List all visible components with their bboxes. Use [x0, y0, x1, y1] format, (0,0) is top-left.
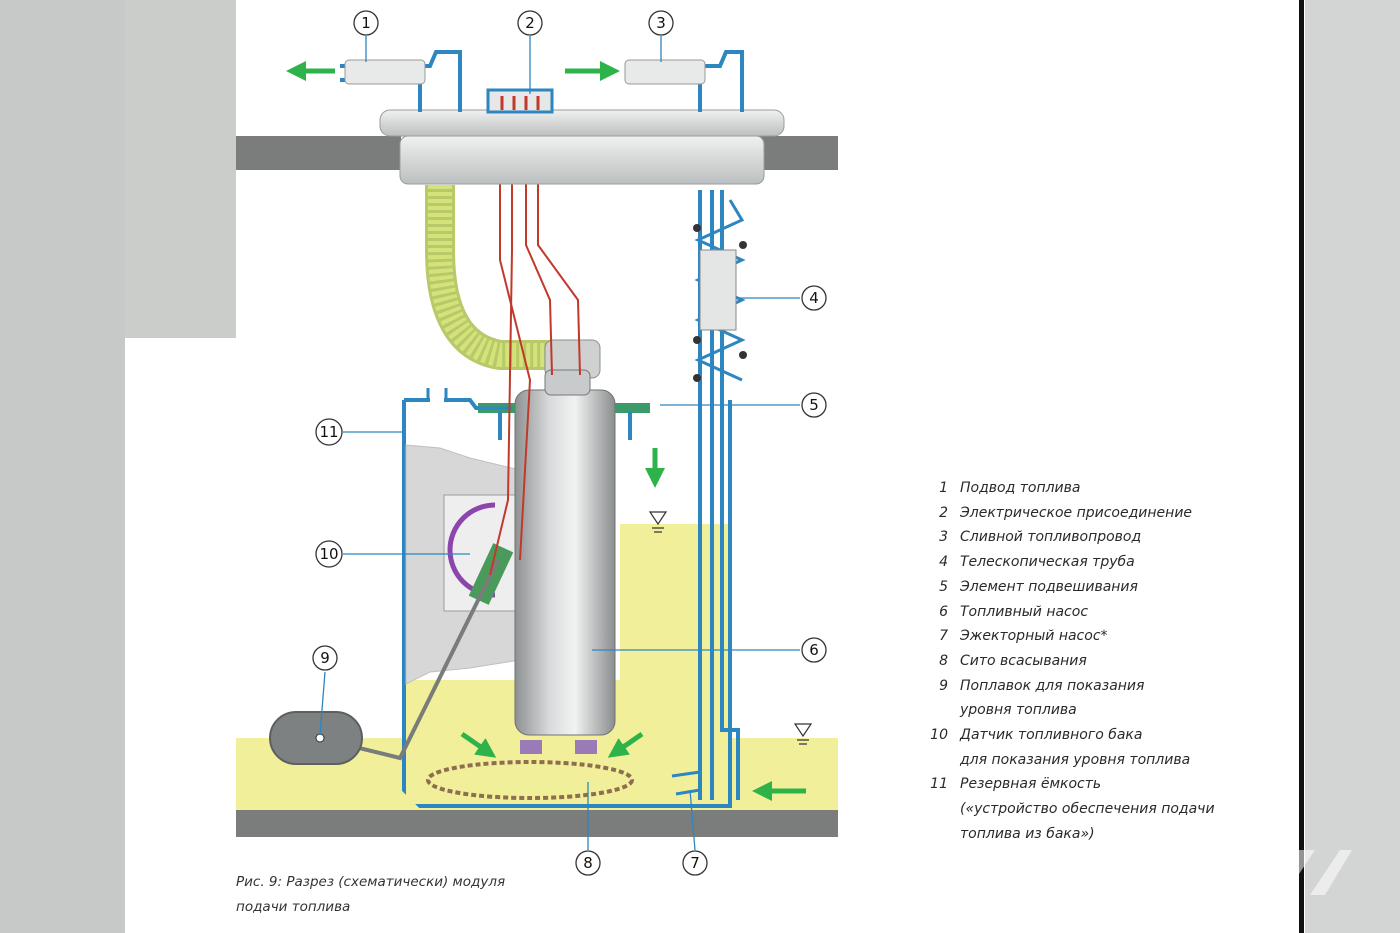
- callout-1-number: 1: [361, 14, 371, 32]
- legend-item-text: Датчик топливного бака: [960, 727, 1143, 744]
- callout-10-number: 10: [319, 545, 338, 563]
- legend-item-number: 5: [939, 578, 948, 595]
- callout-4: 4: [801, 285, 827, 311]
- callout-4-number: 4: [809, 289, 819, 307]
- legend: 1 Подвод топлива 2 Электрическое присоедин…: [926, 476, 1215, 847]
- legend-item-text: Элемент подвешивания: [960, 578, 1138, 595]
- legend-item: 1 Подвод топлива: [926, 476, 1215, 501]
- legend-item-text: Резервная ёмкость: [960, 776, 1102, 793]
- callout-9-number: 9: [320, 649, 330, 667]
- watermark-logo: [1130, 850, 1352, 895]
- legend-item: 11 Резервная ёмкость: [926, 772, 1215, 797]
- caption-line-2: подачи топлива: [236, 899, 351, 915]
- legend-item-number: 3: [939, 529, 948, 546]
- legend-item-continuation: топлива из бака»): [960, 825, 1095, 842]
- legend-item-number: 11: [930, 776, 948, 793]
- legend-item-text: Поплавок для показания: [960, 677, 1145, 694]
- legend-item: 7 Эжекторный насос*: [926, 624, 1215, 649]
- float: [269, 559, 500, 765]
- callout-leaders: [319, 36, 800, 851]
- callout-11: 11: [315, 418, 343, 446]
- fuel-pump: [514, 369, 616, 754]
- callout-6: 6: [801, 637, 827, 663]
- tank-bottom-wall: [236, 810, 838, 837]
- left-gray-panel: [125, 0, 236, 338]
- return-line: [624, 50, 744, 112]
- legend-item-number: 1: [939, 480, 948, 496]
- suction-strainer: [426, 760, 634, 800]
- callout-8: 8: [575, 850, 601, 876]
- legend-item-continuation: («устройство обеспечения подачи: [960, 801, 1215, 818]
- callout-7: 7: [682, 850, 708, 876]
- legend-item-text: Подвод топлива: [960, 480, 1081, 496]
- fuel-level-marks: [648, 511, 813, 745]
- legend-item-text: Электрическое присоединение: [960, 504, 1193, 521]
- electrical-wires: [489, 180, 581, 576]
- right-border-line: [1299, 0, 1304, 933]
- legend-item-number: 8: [939, 652, 948, 669]
- callout-5-number: 5: [809, 396, 819, 414]
- callout-9: 9: [312, 645, 338, 671]
- fuel-supply-line: [340, 50, 462, 112]
- legend-item: 10 Датчик топливного бака: [926, 723, 1215, 748]
- tank-top-wall: [236, 136, 838, 170]
- callout-6-number: 6: [809, 641, 819, 659]
- legend-item-text: Сито всасывания: [960, 652, 1087, 669]
- callout-10: 10: [315, 540, 343, 568]
- callout-3-number: 3: [656, 14, 666, 32]
- flow-arrows: [286, 61, 806, 801]
- callout-1: 1: [353, 10, 379, 36]
- legend-item-number: 4: [939, 554, 948, 571]
- legend-item: 6 Топливный насос: [926, 600, 1215, 625]
- ejector-pump: [671, 770, 702, 796]
- callout-7-number: 7: [690, 854, 700, 872]
- legend-item: 3 Сливной топливопровод: [926, 525, 1215, 550]
- legend-item-number: 2: [939, 504, 948, 521]
- figure-caption: Рис. 9: Разрез (схематически) модуля под…: [236, 870, 505, 920]
- flange: [379, 109, 785, 185]
- legend-item: 5 Элемент подвешивания: [926, 575, 1215, 600]
- legend-item-number: 7: [939, 628, 948, 645]
- legend-item-text: Сливной топливопровод: [960, 529, 1142, 546]
- legend-item: 2 Электрическое присоединение: [926, 501, 1215, 526]
- electrical-connector: [486, 88, 554, 114]
- callout-2: 2: [517, 10, 543, 36]
- legend-item: 8 Сито всасывания: [926, 649, 1215, 674]
- callout-8-number: 8: [583, 854, 593, 872]
- callout-5: 5: [801, 392, 827, 418]
- right-gray-panel: [1305, 0, 1400, 933]
- legend-item-text: Топливный насос: [960, 603, 1089, 620]
- legend-item-continuation: для показания уровня топлива: [960, 751, 1191, 768]
- corrugated-hose: [425, 185, 601, 379]
- legend-item-continuation: уровня топлива: [960, 702, 1077, 719]
- callout-11-number: 11: [319, 423, 338, 441]
- legend-item-text: Телескопическая труба: [960, 554, 1135, 571]
- legend-item-number: 10: [930, 727, 948, 744]
- callout-3: 3: [648, 10, 674, 36]
- legend-item-text: Эжекторный насос*: [960, 628, 1108, 645]
- telescopic-tube: [693, 190, 747, 800]
- legend-item-number: 9: [939, 677, 948, 694]
- legend-item-number: 6: [939, 603, 948, 620]
- legend-item: 4 Телескопическая труба: [926, 550, 1215, 575]
- callout-2-number: 2: [525, 14, 535, 32]
- legend-item: 9 Поплавок для показания: [926, 674, 1215, 699]
- caption-line-1: Рис. 9: Разрез (схематически) модуля: [236, 874, 506, 890]
